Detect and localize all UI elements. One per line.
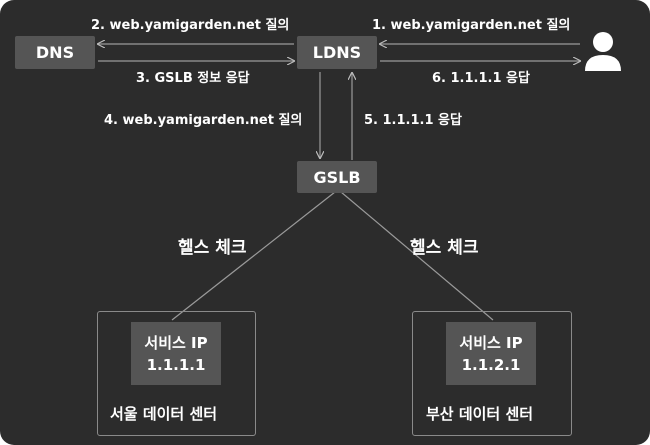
gslb-node: GSLB	[297, 161, 377, 193]
user-icon	[585, 32, 621, 71]
service-ip-box-seoul: 서비스 IP 1.1.1.1	[131, 322, 221, 385]
step-2-label: 2. web.yamigarden.net 질의	[91, 18, 290, 33]
ldns-node: LDNS	[297, 36, 377, 69]
step-5-label: 5. 1.1.1.1 응답	[364, 113, 462, 128]
health-check-line-seoul	[171, 191, 336, 321]
service-ip-label-seoul: 서비스 IP	[144, 333, 208, 352]
dns-node: DNS	[15, 36, 95, 69]
step-3-label: 3. GSLB 정보 응답	[136, 71, 250, 86]
service-ip-box-busan: 서비스 IP 1.1.2.1	[446, 322, 536, 385]
datacenter-busan	[412, 311, 572, 436]
health-check-label-seoul: 헬스 체크	[178, 238, 247, 258]
datacenter-name-seoul: 서울 데이터 센터	[110, 405, 218, 423]
service-ip-value-seoul: 1.1.1.1	[146, 355, 206, 374]
gslb-node-label: GSLB	[313, 167, 361, 187]
step-4-label: 4. web.yamigarden.net 질의	[104, 113, 303, 128]
health-check-label-busan: 헬스 체크	[410, 238, 479, 258]
service-ip-label-busan: 서비스 IP	[459, 333, 523, 352]
ldns-node-label: LDNS	[312, 43, 362, 62]
step-1-label: 1. web.yamigarden.net 질의	[372, 18, 571, 33]
service-ip-value-busan: 1.1.2.1	[461, 355, 521, 374]
dns-node-label: DNS	[35, 43, 75, 62]
health-check-line-busan	[340, 191, 494, 321]
datacenter-name-busan: 부산 데이터 센터	[426, 405, 534, 423]
step-6-label: 6. 1.1.1.1 응답	[432, 71, 530, 86]
datacenter-seoul	[97, 311, 256, 436]
